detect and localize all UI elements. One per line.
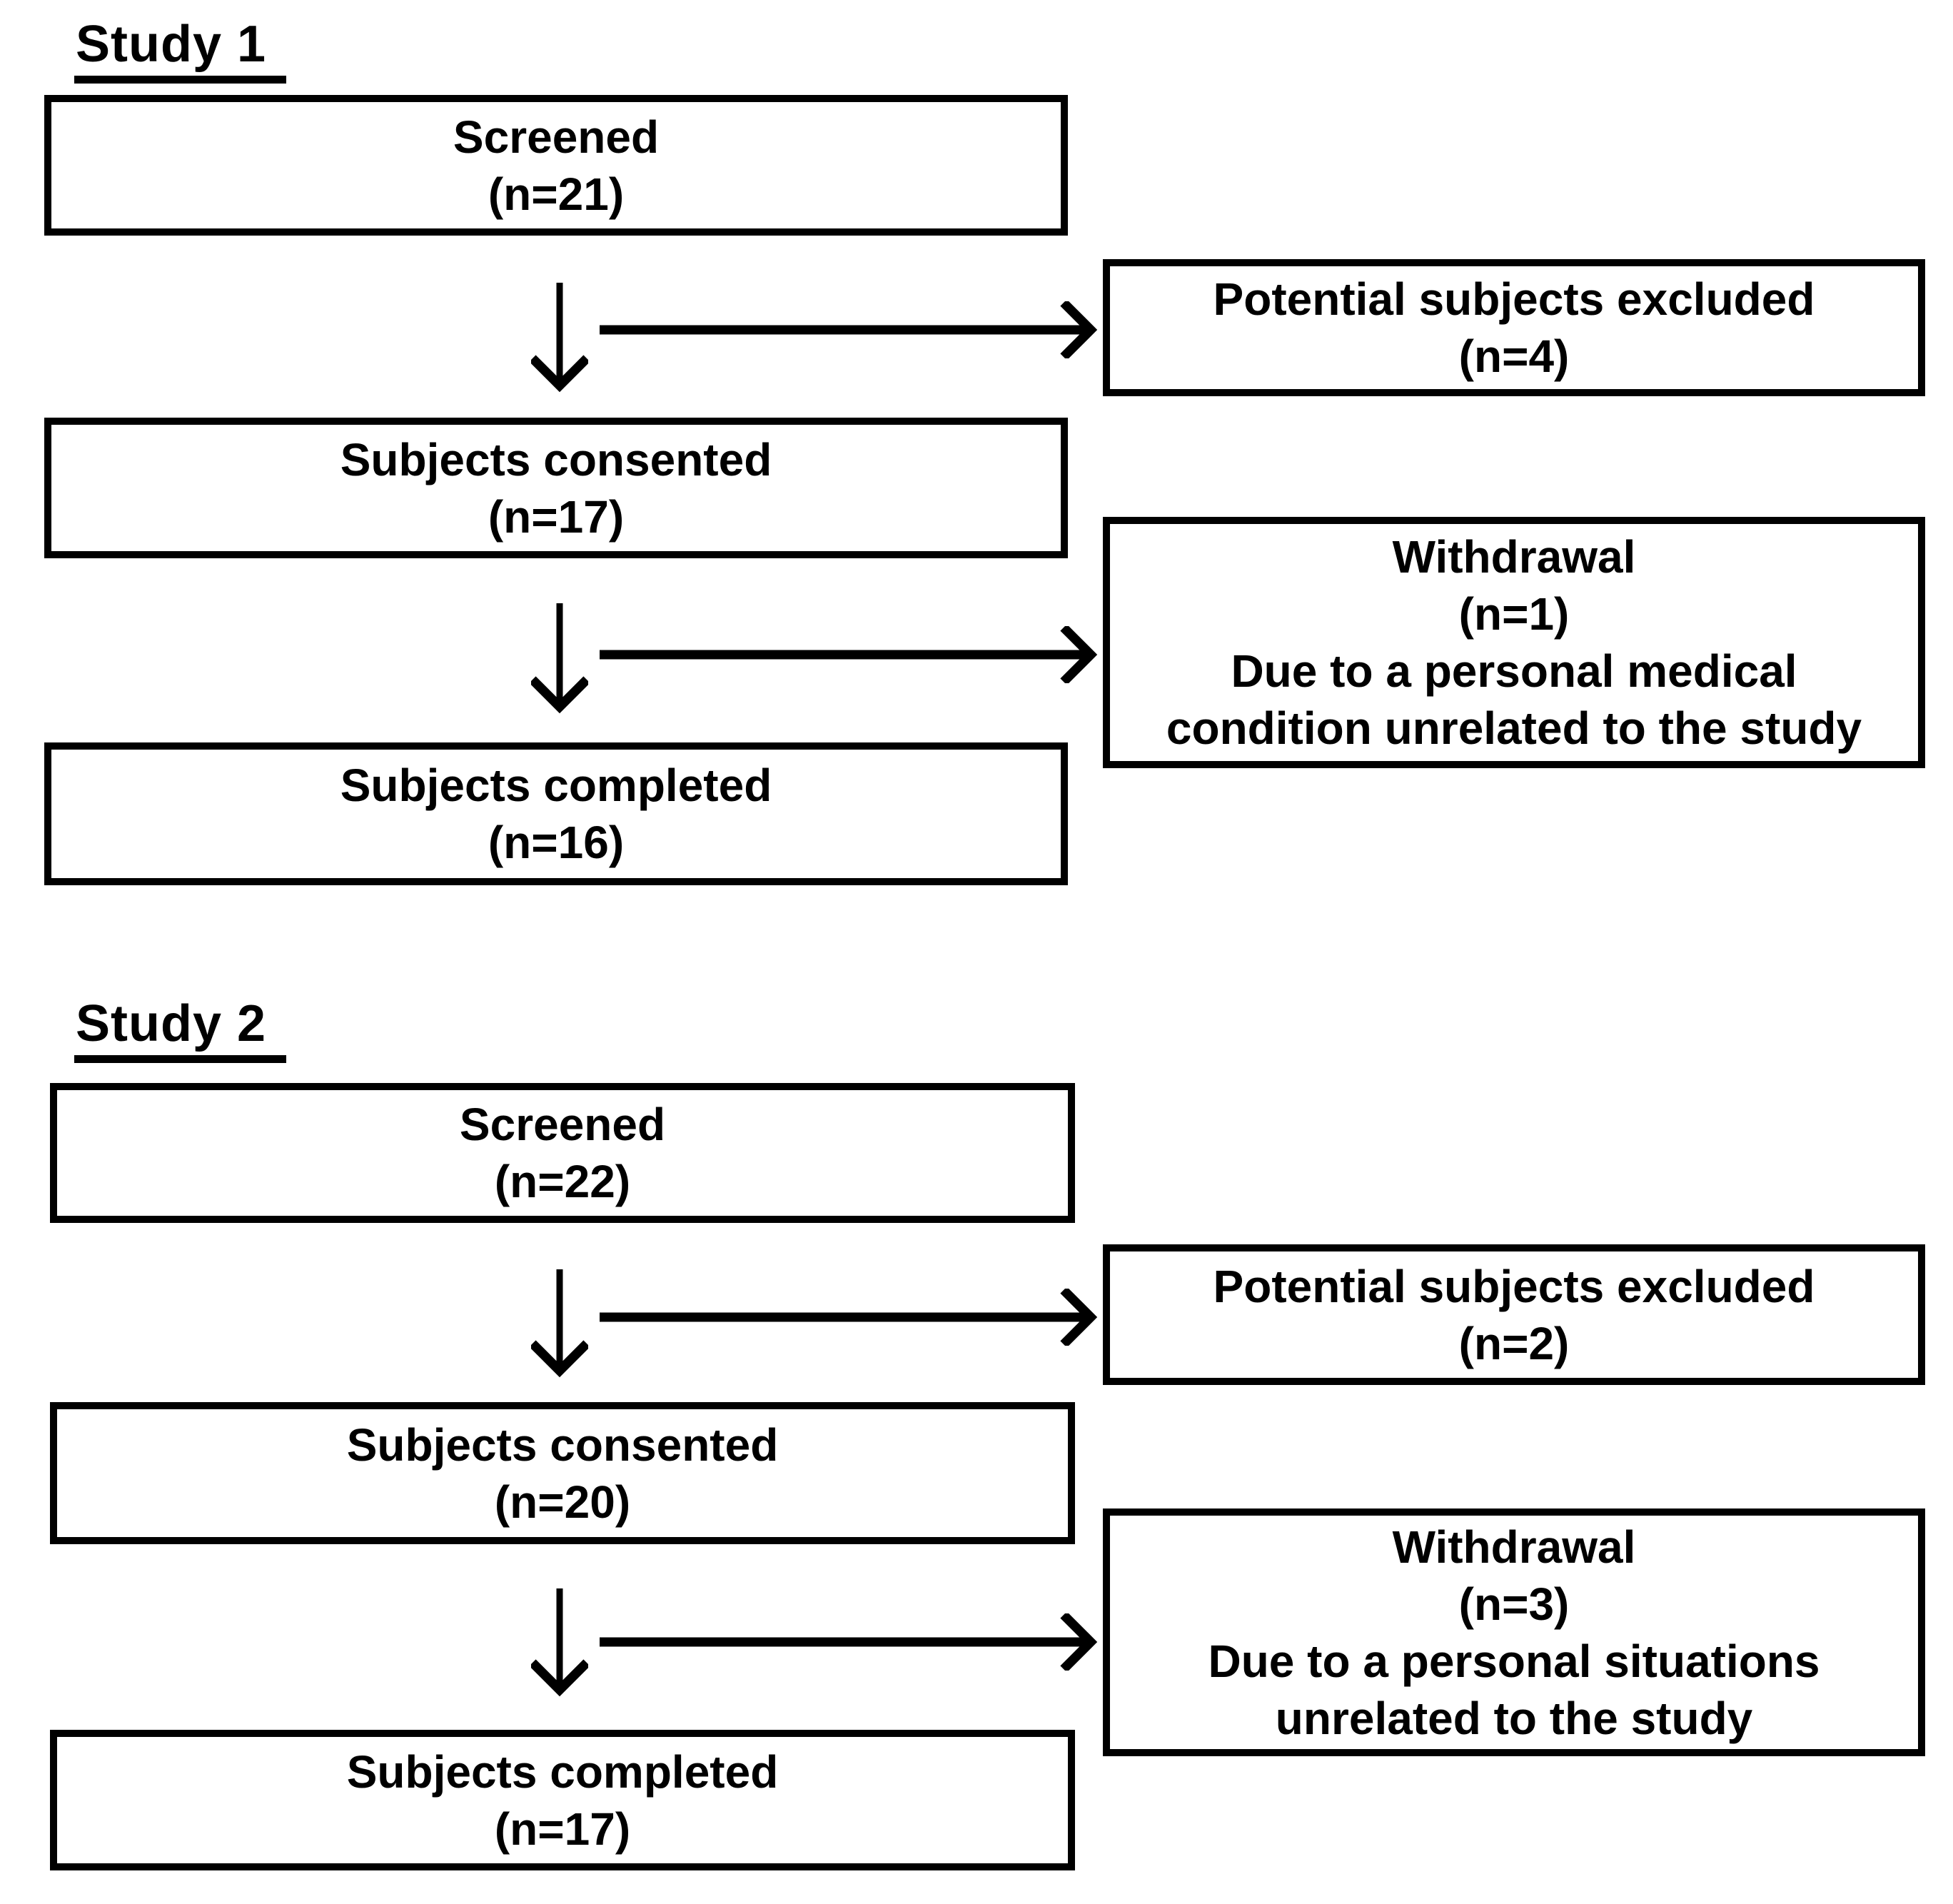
box-text-line: (n=22) [494, 1156, 631, 1207]
study1-screened-box: Screened(n=21) [44, 95, 1068, 236]
study2-excluded-box: Potential subjects excluded(n=2) [1103, 1244, 1925, 1385]
box-text-line: unrelated to the study [1275, 1692, 1753, 1744]
box-text-line: (n=20) [494, 1476, 631, 1528]
study1-consented-box: Subjects consented(n=17) [44, 418, 1068, 558]
box-text-line: Due to a personal medical [1231, 645, 1797, 697]
box-text-line: (n=17) [494, 1803, 631, 1855]
box-text-line: Screened [459, 1099, 666, 1150]
study1-completed-box: Subjects completed (n=16) [44, 742, 1068, 885]
study2-title: Study 2 [74, 998, 287, 1063]
box-text-line: Withdrawal [1392, 531, 1636, 583]
box-text-line: Subjects completed [346, 1746, 779, 1798]
box-text-line: (n=16) [488, 817, 625, 868]
box-text-line: Potential subjects excluded [1213, 1260, 1815, 1312]
box-text-line: (n=2) [1458, 1317, 1570, 1369]
study1-excluded-box: Potential subjects excluded (n=4) [1103, 259, 1925, 396]
box-text-line: (n=4) [1458, 331, 1570, 382]
study1-withdrawal-box: Withdrawal(n=1)Due to a personal medical… [1103, 517, 1925, 768]
study2-consented-box: Subjects consented(n=20) [50, 1402, 1075, 1544]
study1-title: Study 1 [74, 19, 287, 84]
box-text-line: Subjects consented [346, 1419, 779, 1471]
study2-screened-box: Screened (n=22) [50, 1083, 1075, 1223]
box-text-line: Screened [453, 111, 660, 163]
box-text-line: Withdrawal [1392, 1521, 1636, 1573]
box-text-line: Potential subjects excluded [1213, 273, 1815, 325]
box-text-line: (n=17) [488, 490, 625, 543]
box-text-line: Due to a personal situations [1208, 1635, 1820, 1687]
box-text-line: (n=1) [1458, 588, 1570, 640]
box-text-line: (n=3) [1458, 1578, 1570, 1630]
box-text-line: Subjects consented [340, 433, 772, 485]
study2-completed-box: Subjects completed(n=17) [50, 1730, 1075, 1870]
study2-withdrawal-box: Withdrawal(n=3)Due to a personal situati… [1103, 1508, 1925, 1756]
box-text-line: (n=21) [488, 168, 625, 220]
box-text-line: condition unrelated to the study [1166, 702, 1862, 754]
box-text-line: Subjects completed [340, 760, 772, 811]
